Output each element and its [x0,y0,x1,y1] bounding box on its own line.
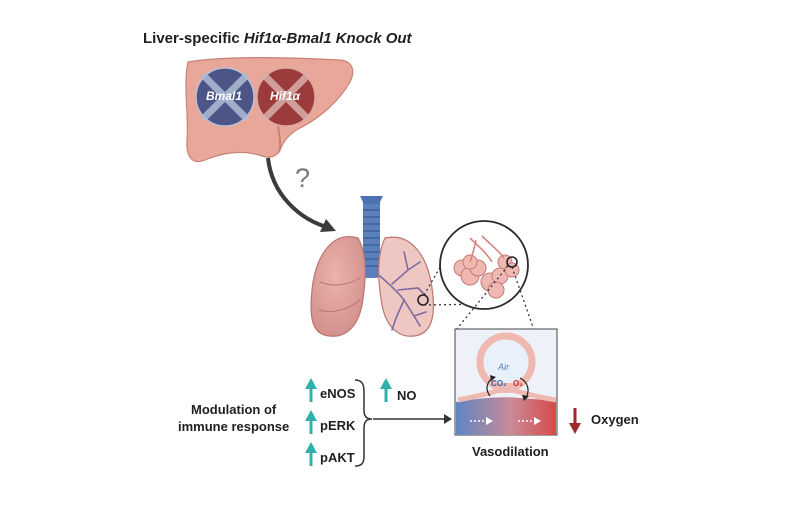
marker-enos: eNOS [320,386,356,401]
curved-arrow [266,157,336,232]
question-mark: ? [295,163,311,193]
up-arrow-no [380,378,392,402]
arrow-to-vasodilation [373,414,452,424]
alveoli-zoom [423,220,535,331]
up-arrow-enos [305,378,317,402]
title-genes: Hif1α-Bmal1 [243,30,332,47]
air-label: Air [498,362,509,372]
co2-label: CO₂ [491,379,507,388]
oxygen-label: Oxygen [591,412,639,427]
down-arrow-oxygen [569,408,581,434]
hif1a-disc [256,67,316,127]
title-prefix: Liver-specific [143,30,240,47]
bmal1-disc [195,67,255,127]
o2-label: O₂ [513,379,523,388]
vasodilation-label: Vasodilation [472,444,549,459]
no-label: NO [397,388,417,403]
modulation-label: Modulation of immune response [178,401,289,435]
marker-perk: pERK [320,418,356,433]
modulation-line-2: immune response [178,419,290,434]
alveolus-box [454,328,558,436]
curly-brace [354,379,373,467]
figure-title: Liver-specific Hif1α-Bmal1 Knock Out [143,30,412,47]
hif1a-label: Hif1α [270,89,301,103]
up-arrow-pakt [305,442,317,466]
up-arrow-perk [305,410,317,434]
marker-pakt: pAKT [320,450,355,465]
lungs-illustration [310,196,435,337]
bmal1-label: Bmal1 [206,89,243,103]
title-suffix: Knock Out [335,30,412,47]
modulation-line-1: Modulation of [191,402,277,417]
